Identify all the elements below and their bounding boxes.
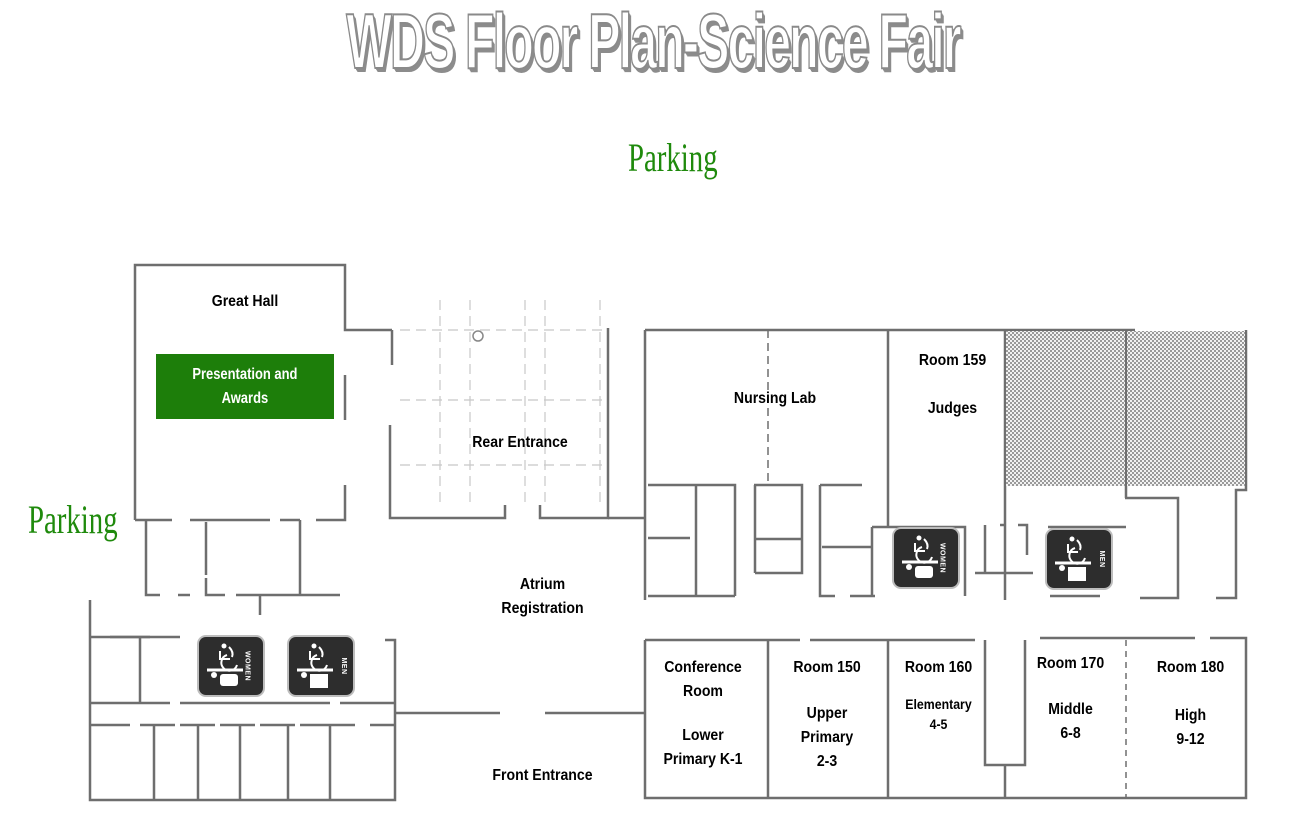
room-160-name: Room 160 <box>904 659 973 676</box>
label-room-170: Room 170 Middle 6-8 <box>1024 652 1116 746</box>
room-160-use-line1: Elementary <box>905 696 972 712</box>
conference-name-line1: Conference <box>664 659 742 676</box>
label-room-150: Room 150 Upper Primary 2-3 <box>779 656 876 774</box>
accessible-men-restroom-icon <box>297 643 333 688</box>
wall-rear-entrance <box>388 328 645 520</box>
wall-great-hall <box>133 263 392 522</box>
room-170-use-line1: Middle <box>1048 701 1093 718</box>
room-160-use-line2: 4-5 <box>929 716 948 732</box>
label-front-entrance: Front Entrance <box>492 767 593 784</box>
room-150-use-line2: Primary <box>800 729 854 746</box>
restroom-sign-women-west: WOMEN <box>199 637 263 695</box>
room-170-use-line2: 6-8 <box>1060 725 1081 742</box>
restroom-sign-women-east: WOMEN <box>894 529 958 587</box>
wall-southwest-wing <box>88 600 645 802</box>
room-180-use-line2: 9-12 <box>1176 731 1205 748</box>
page-title: WDS Floor Plan-Science Fair <box>346 0 963 85</box>
hatched-area-1 <box>1006 331 1125 486</box>
label-great-hall: Great Hall <box>211 293 279 310</box>
restroom-label: MEN <box>339 657 347 675</box>
room-170-name: Room 170 <box>1036 655 1105 672</box>
atrium-name: Atrium <box>519 576 566 593</box>
conference-use-line1: Lower <box>682 727 724 744</box>
room-150-use-line1: Upper <box>806 705 848 722</box>
restroom-sign-men-east: MEN <box>1047 530 1111 588</box>
restroom-label: WOMEN <box>243 650 251 682</box>
wall-southeast-wing <box>643 636 1248 800</box>
parking-label-north: Parking <box>628 135 718 180</box>
room-180-use-line1: High <box>1174 707 1207 724</box>
conference-name-line2: Room <box>683 683 723 700</box>
label-room-159: Room 159 <box>918 352 987 369</box>
restroom-label: MEN <box>1097 550 1105 568</box>
presentation-label-line1: Presentation and <box>192 365 298 383</box>
conference-use-line2: Primary K-1 <box>663 751 743 768</box>
accessible-men-restroom-icon <box>1055 536 1091 581</box>
atrium-use: Registration <box>501 600 584 617</box>
label-room-180: Room 180 High 9-12 <box>1144 656 1236 752</box>
label-room-160: Room 160 Elementary 4-5 <box>892 656 984 734</box>
room-150-name: Room 150 <box>793 659 861 676</box>
parking-label-west: Parking <box>28 497 118 542</box>
accessible-women-restroom-icon <box>207 643 243 686</box>
label-atrium: Atrium Registration <box>488 573 598 621</box>
label-rear-entrance: Rear Entrance <box>472 434 568 451</box>
wall-east-block <box>643 328 1248 600</box>
wall-west-wing <box>144 520 340 615</box>
label-conference-room: Conference Room Lower Primary K-1 <box>655 656 752 772</box>
label-nursing-lab: Nursing Lab <box>733 390 817 407</box>
room-180-name: Room 180 <box>1156 659 1225 676</box>
restroom-sign-men-west: MEN <box>289 637 353 695</box>
presentation-awards-area[interactable]: Presentation and Awards <box>156 354 334 419</box>
restroom-label: WOMEN <box>938 542 946 574</box>
label-room-159-use: Judges <box>927 400 978 417</box>
room-150-use-line3: 2-3 <box>816 753 838 770</box>
hatched-area-2 <box>1127 331 1245 486</box>
presentation-label-line2: Awards <box>221 389 269 407</box>
accessible-women-restroom-icon <box>902 535 938 578</box>
